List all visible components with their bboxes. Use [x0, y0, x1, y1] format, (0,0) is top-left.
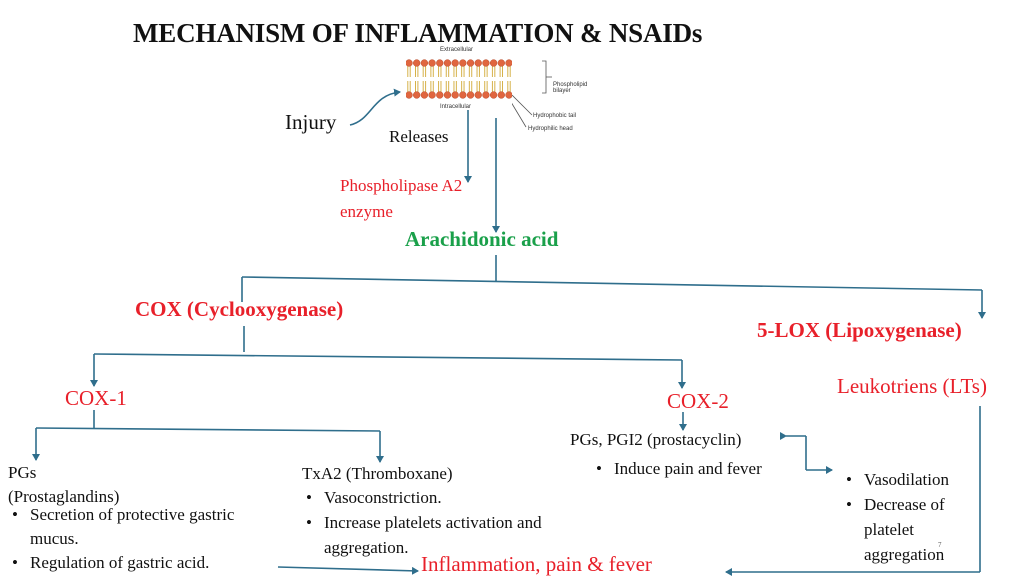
lipid-head — [451, 91, 459, 99]
lt-effect-item: aggregation — [864, 545, 945, 564]
lipid-head — [459, 91, 467, 99]
lipid-head — [413, 59, 421, 67]
phospholipase-a2-label: Phospholipase A2 — [340, 176, 463, 195]
to-inflammation-arrow — [277, 566, 419, 575]
lipid-head — [466, 91, 475, 99]
cox-branch-line — [93, 353, 683, 361]
txa2-effects-list: Vasoconstriction. Increase platelets act… — [300, 485, 542, 560]
phospholipid-membrane-illustration — [405, 58, 513, 100]
lipid-head — [405, 59, 413, 67]
lipid-head — [428, 91, 436, 99]
lipid-head — [451, 59, 459, 67]
leukotriene-effects-list: Vasodilation Decrease of platelet aggreg… — [840, 467, 949, 567]
lt-effect-item: Decrease of — [840, 492, 949, 517]
releases-label: Releases — [389, 127, 449, 146]
cox2-effects-list: Induce pain and fever — [590, 457, 762, 481]
lt-effect-item: Vasodilation — [840, 467, 949, 492]
cox-label: COX (Cyclooxygenase) — [135, 297, 344, 321]
lipid-head — [459, 59, 467, 67]
arachidonic-acid-label: Arachidonic acid — [405, 227, 559, 251]
cox2-effect-item: Induce pain and fever — [590, 457, 762, 481]
lox-label: 5-LOX (Lipoxygenase) — [757, 318, 962, 342]
page-title: MECHANISM OF INFLAMMATION & NSAIDs — [133, 18, 703, 48]
slide-number: 7 — [938, 541, 942, 549]
lipid-head — [428, 59, 436, 67]
txa2-effect-item: Vasoconstriction. — [300, 485, 542, 510]
pgs-effect-item: mucus. — [30, 529, 79, 548]
lt-effect-item: platelet — [864, 520, 915, 539]
membrane-icon — [405, 59, 513, 99]
lipid-head — [482, 91, 490, 99]
membrane-leader-lines — [512, 60, 552, 128]
lipid-head — [436, 91, 444, 99]
lipid-head — [420, 59, 429, 67]
leukotriens-label: Leukotriens (LTs) — [837, 374, 987, 398]
pgs-label: PGs — [8, 463, 37, 482]
lipid-head — [443, 91, 452, 99]
lipid-head — [466, 59, 475, 67]
hydrophilic-head-label: Hydrophilic head — [528, 126, 573, 132]
main-branch-line — [241, 276, 983, 291]
phospholipid-bilayer-label: Phospholipid bilayer — [553, 82, 588, 94]
txa2-effect-item: aggregation. — [324, 538, 409, 557]
lipid-head — [497, 91, 505, 99]
cox1-branch-line — [35, 427, 381, 432]
intracellular-label: Intracellular — [440, 104, 472, 110]
cox1-label: COX-1 — [65, 386, 127, 410]
lipid-head — [413, 91, 421, 99]
cox2-pgs-label: PGs, PGI2 (prostacyclin) — [570, 430, 742, 449]
phospholipase-a2-enzyme-label: enzyme — [340, 202, 393, 221]
hydrophobic-tail-label: Hydrophobic tail — [533, 113, 577, 119]
injury-label: Injury — [285, 110, 337, 134]
txa2-label: TxA2 (Thromboxane) — [302, 464, 453, 483]
lipid-head — [405, 91, 413, 99]
txa2-effect-item: Increase platelets activation and — [300, 510, 542, 535]
inflammation-outcome-label: Inflammation, pain & fever — [421, 552, 652, 576]
pgs-effect-item: Secretion of protective gastric — [6, 503, 234, 527]
injury-arrow — [349, 88, 401, 126]
lipid-head — [482, 59, 490, 67]
lipid-head — [474, 59, 482, 67]
cox2-label: COX-2 — [667, 389, 729, 413]
lipid-head — [443, 59, 452, 67]
lipid-head — [420, 91, 429, 99]
lipid-head — [489, 59, 498, 67]
pgs-effects-list: Secretion of protective gastric mucus. R… — [6, 503, 234, 575]
lipid-head — [436, 59, 444, 67]
pgs-effect-item: Regulation of gastric acid. — [6, 551, 234, 575]
lipid-head — [474, 91, 482, 99]
lipid-head — [497, 59, 505, 67]
prostaglandins-label: (Prostaglandins) — [8, 487, 120, 506]
extracellular-label: Extracellular — [440, 47, 474, 53]
lipid-head — [489, 91, 498, 99]
